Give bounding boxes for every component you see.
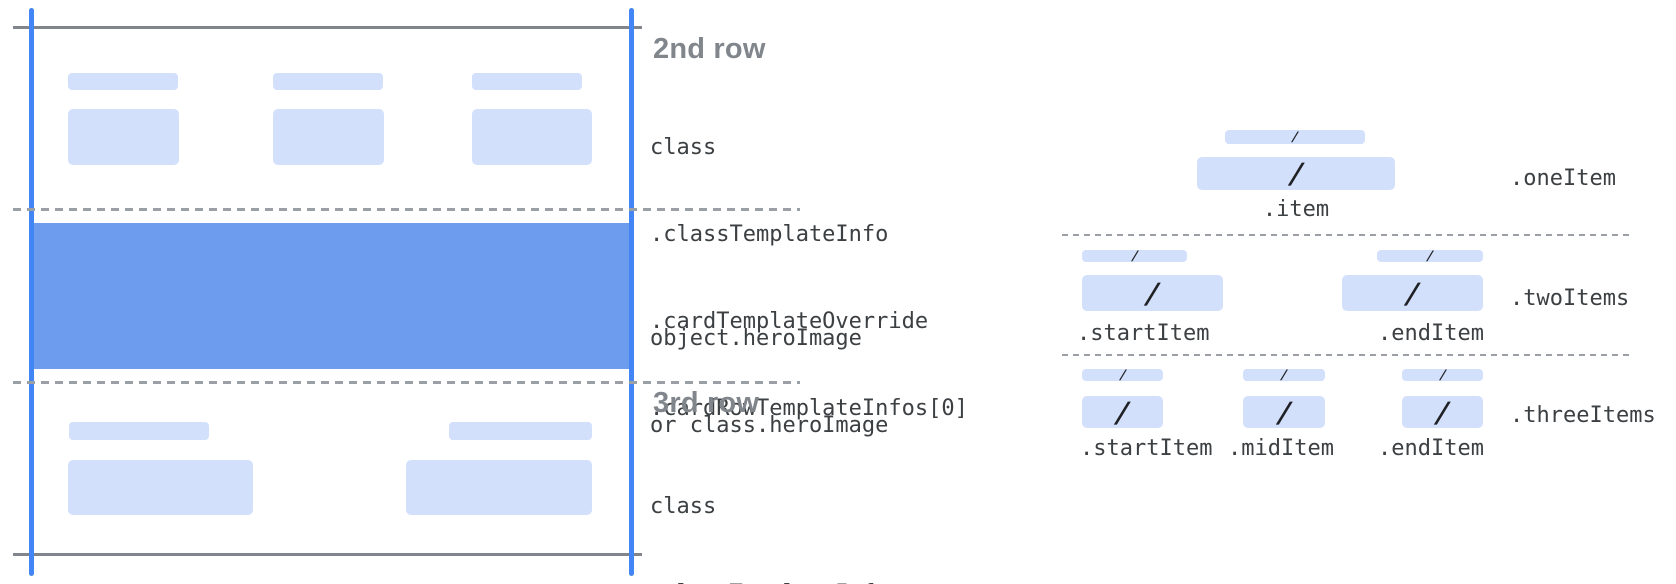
two-items-start-label-bar: / xyxy=(1082,248,1187,264)
slash-glyph: / xyxy=(1279,367,1289,383)
one-two-dashed-divider xyxy=(1062,234,1630,236)
row3-code-line: .classTemplateInfo xyxy=(650,579,968,584)
row2-hero-dashed-divider xyxy=(13,208,800,211)
two-three-dashed-divider xyxy=(1062,354,1630,356)
hero-code-line: object.heroImage xyxy=(650,326,862,351)
slash-glyph: / xyxy=(1129,248,1140,264)
card-top-border-line xyxy=(13,26,642,29)
row2-col2-value-block xyxy=(273,109,384,165)
three-items-layout-label: .threeItems xyxy=(1510,403,1656,428)
start-item-field-label: .startItem xyxy=(1077,321,1210,346)
row2-heading: 2nd row xyxy=(653,33,766,65)
end-item-field-label: .endItem xyxy=(1378,436,1484,461)
three-items-end-value-bar: / xyxy=(1402,395,1483,429)
one-item-value-bar: / xyxy=(1197,157,1395,190)
row2-code-line: .classTemplateInfo xyxy=(650,222,889,247)
slash-glyph: / xyxy=(1273,395,1295,429)
row2-col1-label-bar xyxy=(68,73,178,90)
row3-col2-label-bar xyxy=(449,422,592,440)
row3-col1-value-block xyxy=(68,460,253,515)
hero-code-block: object.heroImage or class.heroImage xyxy=(650,266,888,498)
start-item-field-label: .startItem xyxy=(1080,436,1213,461)
hero-row3-dashed-divider xyxy=(13,381,800,384)
row3-heading: 3rd row xyxy=(653,387,760,419)
three-items-mid-label-bar: / xyxy=(1243,367,1325,383)
card-left-guide-line xyxy=(29,8,34,576)
mid-item-field-label: .midItem xyxy=(1228,436,1334,461)
hero-code-line: or class.heroImage xyxy=(650,413,889,438)
two-items-end-value-bar: / xyxy=(1342,275,1483,311)
row2-code-line: .cardRowTemplateInfos[0] xyxy=(650,396,968,421)
row2-col2-label-bar xyxy=(273,73,383,90)
one-item-layout-label: .oneItem xyxy=(1510,166,1616,191)
slash-glyph: / xyxy=(1425,248,1435,264)
row3-col1-label-bar xyxy=(69,422,209,440)
row2-code-block: class .classTemplateInfo .cardTemplateOv… xyxy=(650,75,968,481)
one-item-label-bar: / xyxy=(1225,129,1365,145)
row2-col3-label-bar xyxy=(472,73,582,90)
three-items-mid-value-bar: / xyxy=(1243,395,1325,429)
three-items-start-label-bar: / xyxy=(1082,367,1163,383)
slash-glyph: / xyxy=(1111,395,1134,429)
row2-code-line: class xyxy=(650,135,717,160)
row2-code-line: .cardTemplateOverride xyxy=(650,309,929,334)
end-item-field-label: .endItem xyxy=(1378,321,1484,346)
card-bottom-border-line xyxy=(13,553,642,556)
two-items-layout-label: .twoItems xyxy=(1510,286,1630,311)
hero-image-band xyxy=(31,223,634,369)
row2-col1-value-block xyxy=(68,109,179,165)
two-items-start-value-bar: / xyxy=(1082,275,1223,311)
slash-glyph: / xyxy=(1290,129,1300,145)
slash-glyph: / xyxy=(1401,276,1424,310)
three-items-end-label-bar: / xyxy=(1402,367,1483,383)
item-field-label: .item xyxy=(1262,197,1330,222)
slash-glyph: / xyxy=(1437,367,1448,383)
slash-glyph: / xyxy=(1431,395,1454,429)
row2-col3-value-block xyxy=(472,109,592,165)
slash-glyph: / xyxy=(1117,367,1128,383)
row3-code-block: class .classTemplateInfo .cardTemplateOv… xyxy=(650,434,968,584)
slash-glyph: / xyxy=(1141,276,1164,310)
three-items-start-value-bar: / xyxy=(1082,395,1163,429)
two-items-end-label-bar: / xyxy=(1377,248,1483,264)
row3-col2-value-block xyxy=(406,460,592,515)
card-right-guide-line xyxy=(629,8,634,576)
slash-glyph: / xyxy=(1285,157,1307,190)
row3-code-line: class xyxy=(650,494,717,519)
